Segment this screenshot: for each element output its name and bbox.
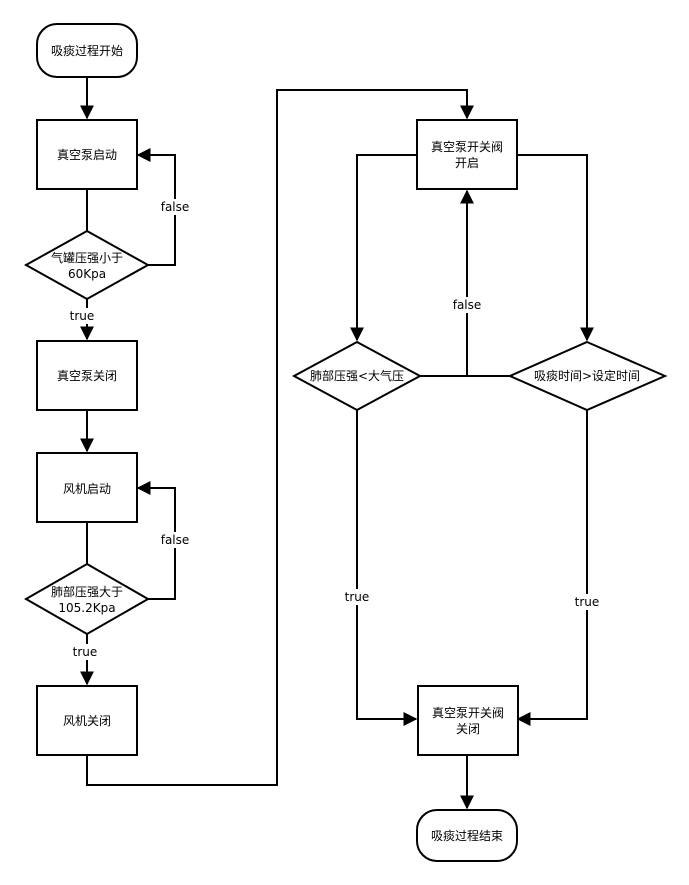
- start-node: 吸痰过程开始: [36, 23, 138, 78]
- time-check-decision: 吸痰时间>设定时间: [507, 340, 668, 412]
- valve-close-process: 真空泵开关阀 关闭: [417, 685, 519, 756]
- lung-pressure-decision: 肺部压强大于 105.2Kpa: [23, 562, 151, 636]
- label-left-true: true: [345, 590, 370, 604]
- edge-right-true: [516, 410, 588, 726]
- label-loop-false: false: [453, 298, 482, 312]
- start-node-label: 吸痰过程开始: [51, 43, 123, 58]
- lung-check-label-line2: 105.2Kpa: [58, 601, 115, 615]
- end-node: 吸痰过程结束: [416, 809, 518, 862]
- valve-open-label-line1: 真空泵开关阀: [431, 140, 503, 154]
- edge-fan-off-to-valve-open: [86, 89, 474, 786]
- pump-off-process: 真空泵关闭: [36, 340, 138, 411]
- time-check-label: 吸痰时间>设定时间: [534, 368, 640, 383]
- fan-off-process: 风机关闭: [36, 685, 138, 756]
- pump-on-process: 真空泵启动: [36, 119, 138, 190]
- valve-open-process: 真空泵开关阀 开启: [416, 119, 518, 190]
- valve-open-label-line2: 开启: [455, 156, 479, 170]
- lung-vs-atm-decision: 肺部压强<大气压: [291, 340, 423, 412]
- fan-off-label: 风机关闭: [63, 714, 111, 728]
- fan-on-label: 风机启动: [63, 482, 111, 496]
- end-node-label: 吸痰过程结束: [431, 828, 503, 843]
- tank-check-label-line1: 气罐压强小于: [51, 250, 123, 265]
- valve-close-label-line1: 真空泵开关阀: [432, 706, 504, 720]
- label-tank-false: false: [161, 200, 190, 214]
- label-tank-true: true: [70, 309, 95, 323]
- pump-off-label: 真空泵关闭: [57, 369, 117, 383]
- pump-on-label: 真空泵启动: [57, 148, 117, 162]
- valve-close-label-line2: 关闭: [456, 722, 480, 736]
- tank-check-label-line2: 60Kpa: [68, 267, 106, 281]
- label-lung-true: true: [73, 645, 98, 659]
- label-right-true: true: [575, 595, 600, 609]
- tank-pressure-decision: 气罐压强小于 60Kpa: [23, 229, 151, 301]
- edge-valve-open-to-time-check: [517, 154, 594, 342]
- edge-left-true: [356, 410, 418, 726]
- fan-on-process: 风机启动: [36, 452, 138, 523]
- lung-check-label-line1: 肺部压强大于: [51, 584, 123, 599]
- edge-valve-open-to-lung-vs-atm: [350, 154, 417, 342]
- label-lung-false: false: [161, 533, 190, 547]
- lung-vs-atm-label: 肺部压强<大气压: [310, 368, 404, 383]
